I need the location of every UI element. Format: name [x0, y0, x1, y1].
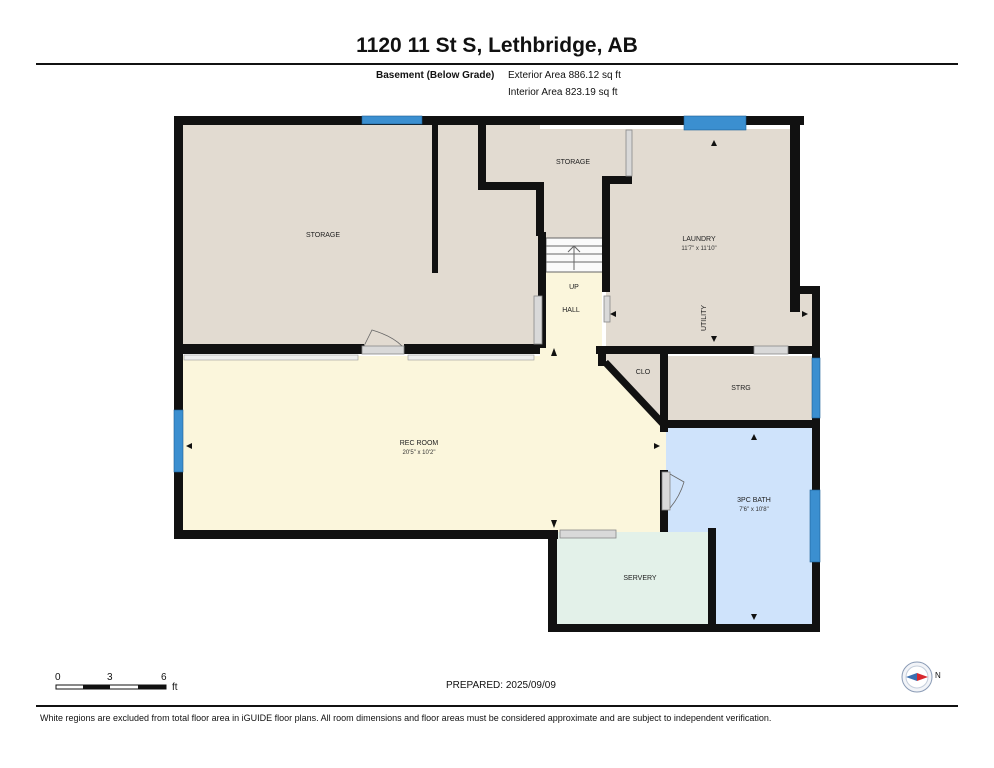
room-servery — [554, 532, 714, 626]
label-rec-room-dim: 20'5" x 10'2" — [403, 450, 436, 456]
exterior-area: Exterior Area 886.12 sq ft — [508, 70, 621, 81]
label-rec-room: REC ROOM — [400, 440, 439, 447]
room-hall — [540, 270, 602, 362]
scale-tick-3: 3 — [107, 672, 113, 683]
scale-bar — [55, 684, 167, 690]
room-laundry — [606, 129, 792, 351]
compass-north-label: N — [935, 671, 941, 680]
label-storage-top: STORAGE — [556, 159, 590, 166]
label-utility: UTILITY — [701, 305, 708, 331]
page-title: 1120 11 St S, Lethbridge, AB — [356, 34, 638, 57]
label-storage-main: STORAGE — [306, 232, 340, 239]
room-rec — [178, 356, 666, 532]
label-clo: CLO — [636, 369, 651, 376]
label-strg: STRG — [731, 385, 750, 392]
footer-divider — [36, 705, 958, 707]
room-storage-top — [484, 129, 624, 183]
scale-tick-0: 0 — [55, 672, 61, 683]
stairs — [545, 237, 605, 273]
label-bath-dim: 7'6" x 10'8" — [739, 507, 769, 513]
label-up: UP — [569, 284, 579, 291]
interior-area: Interior Area 823.19 sq ft — [508, 87, 618, 98]
label-hall: HALL — [562, 307, 580, 314]
label-bath: 3PC BATH — [737, 497, 771, 504]
label-laundry: LAUNDRY — [682, 236, 716, 243]
scale-tick-6: 6 — [161, 672, 167, 683]
prepared-date: PREPARED: 2025/09/09 — [446, 680, 556, 691]
room-strg — [666, 356, 816, 420]
disclaimer: White regions are excluded from total fl… — [40, 713, 772, 723]
dimension-markers — [186, 140, 808, 620]
header-divider — [36, 63, 958, 65]
door-swings — [363, 329, 685, 509]
wall-trims — [183, 354, 535, 361]
label-servery: SERVERY — [623, 575, 657, 582]
compass: N — [900, 660, 941, 694]
door-openings — [361, 129, 789, 539]
label-laundry-dim: 11'7" x 11'10" — [681, 246, 716, 252]
room-clo — [606, 354, 664, 420]
compass-icon — [901, 661, 933, 693]
level-label: Basement (Below Grade) — [376, 70, 495, 81]
windows — [173, 115, 821, 563]
scale-unit: ft — [172, 682, 178, 693]
